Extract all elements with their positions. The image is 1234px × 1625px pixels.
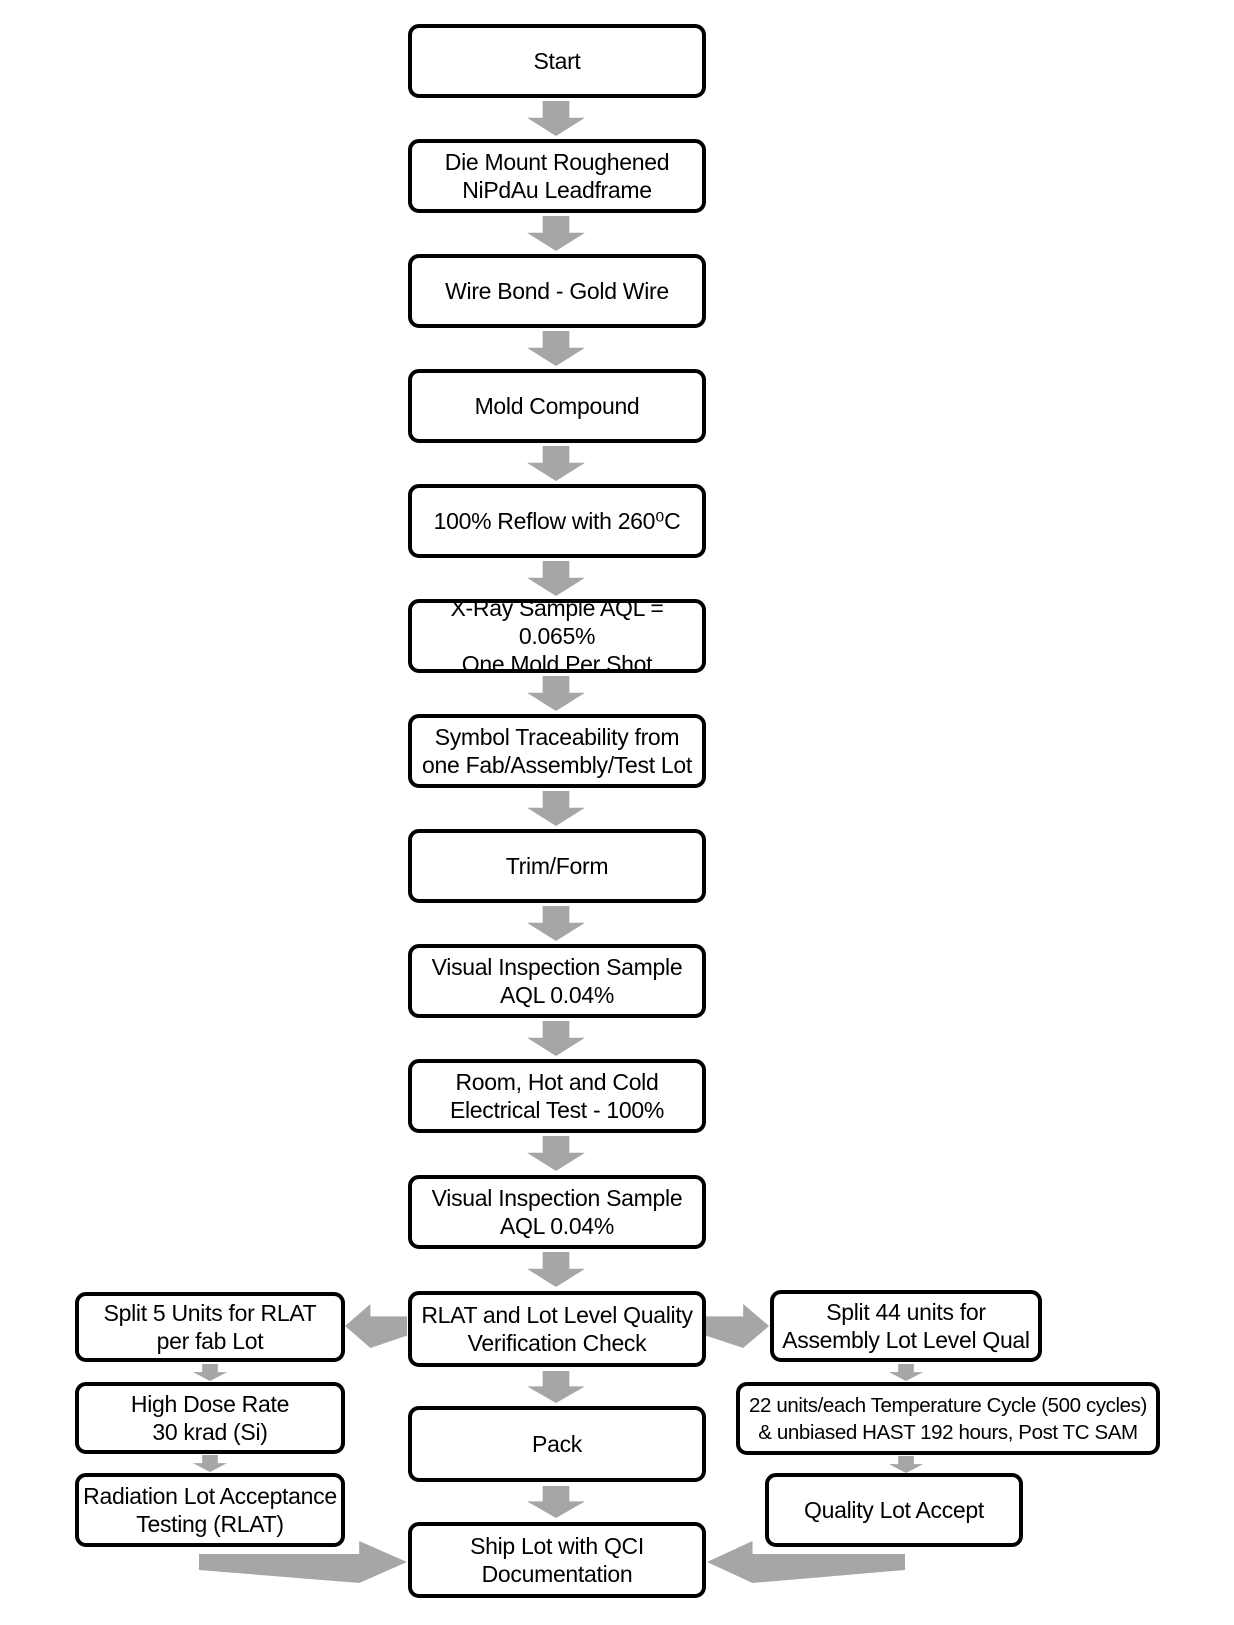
node-pack: Pack — [408, 1406, 706, 1482]
node-visual-inspection-1: Visual Inspection Sample AQL 0.04% — [408, 944, 706, 1018]
node-symbol-traceability: Symbol Traceability from one Fab/Assembl… — [408, 714, 706, 788]
down-arrow-icon — [527, 331, 585, 366]
node-wire-bond: Wire Bond - Gold Wire — [408, 254, 706, 328]
down-arrow-icon — [193, 1364, 227, 1381]
down-arrow-icon — [527, 1021, 585, 1056]
node-split-44-qual: Split 44 units for Assembly Lot Level Qu… — [770, 1290, 1042, 1362]
node-visual-inspection-2: Visual Inspection Sample AQL 0.04% — [408, 1175, 706, 1249]
down-arrow-icon — [527, 906, 585, 941]
node-start: Start — [408, 24, 706, 98]
down-arrow-icon — [527, 1486, 585, 1518]
right-arrow-icon — [199, 1541, 407, 1583]
down-arrow-icon — [527, 1252, 585, 1287]
down-arrow-icon — [527, 216, 585, 251]
node-reflow: 100% Reflow with 260⁰C — [408, 484, 706, 558]
node-temp-cycle-hast: 22 units/each Temperature Cycle (500 cyc… — [736, 1382, 1160, 1455]
node-high-dose-rate: High Dose Rate 30 krad (Si) — [75, 1382, 345, 1454]
node-electrical-test: Room, Hot and Cold Electrical Test - 100… — [408, 1059, 706, 1133]
node-trim-form: Trim/Form — [408, 829, 706, 903]
down-arrow-icon — [527, 1371, 585, 1403]
down-arrow-icon — [527, 676, 585, 711]
left-arrow-icon — [345, 1304, 407, 1348]
down-arrow-icon — [527, 791, 585, 826]
down-arrow-icon — [527, 101, 585, 136]
node-rlat-testing: Radiation Lot Acceptance Testing (RLAT) — [75, 1473, 345, 1547]
node-rlat-verification: RLAT and Lot Level Quality Verification … — [408, 1291, 706, 1367]
node-ship-lot: Ship Lot with QCI Documentation — [408, 1522, 706, 1598]
down-arrow-icon — [889, 1364, 923, 1381]
node-xray-sample: X-Ray Sample AQL = 0.065% One Mold Per S… — [408, 595, 706, 677]
node-mold-compound: Mold Compound — [408, 369, 706, 443]
left-arrow-icon — [707, 1541, 905, 1583]
node-die-mount: Die Mount Roughened NiPdAu Leadframe — [408, 139, 706, 213]
down-arrow-icon — [527, 446, 585, 481]
down-arrow-icon — [193, 1455, 227, 1472]
node-split-5-rlat: Split 5 Units for RLAT per fab Lot — [75, 1292, 345, 1362]
down-arrow-icon — [889, 1456, 923, 1473]
right-arrow-icon — [706, 1304, 769, 1348]
down-arrow-icon — [527, 561, 585, 596]
node-quality-lot-accept: Quality Lot Accept — [765, 1473, 1023, 1547]
down-arrow-icon — [527, 1136, 585, 1171]
